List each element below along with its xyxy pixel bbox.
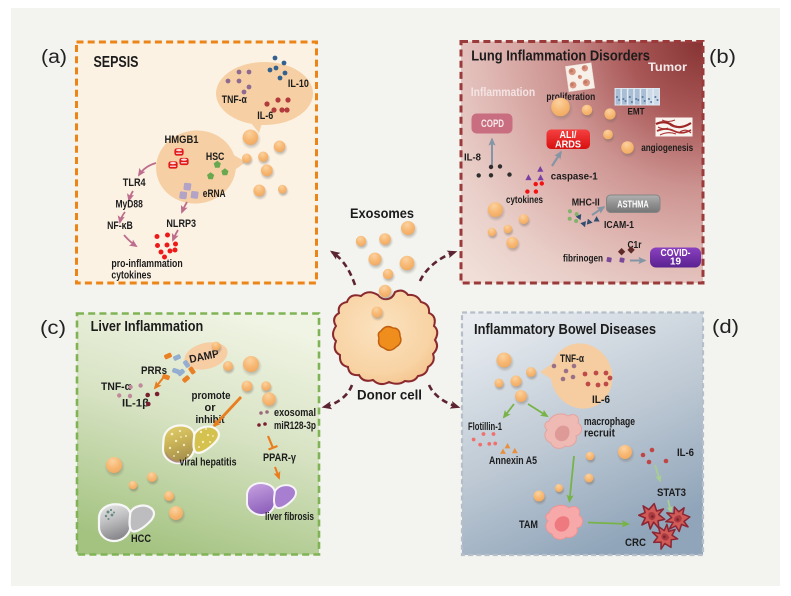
svg-text:COVID-: COVID- [661,248,691,259]
svg-text:caspase-1: caspase-1 [551,171,598,183]
svg-text:TLR4: TLR4 [123,177,147,189]
svg-text:COPD: COPD [481,118,504,130]
svg-text:Flotillin-1: Flotillin-1 [468,421,502,433]
svg-text:(c): (c) [40,318,66,339]
svg-text:eRNA: eRNA [203,188,226,200]
svg-text:MHC-II: MHC-II [572,197,600,209]
svg-text:HSC: HSC [206,151,225,163]
svg-text:Inflammatory Bowel Diseases: Inflammatory Bowel Diseases [474,321,656,338]
svg-text:Inflammation: Inflammation [471,87,535,99]
svg-text:Annexin A5: Annexin A5 [489,455,537,467]
svg-text:ASTHMA: ASTHMA [617,200,649,211]
svg-text:ALI/: ALI/ [560,130,577,141]
svg-text:(b): (b) [709,47,736,68]
svg-text:SEPSIS: SEPSIS [94,54,139,71]
svg-text:viral hepatitis: viral hepatitis [180,457,237,469]
svg-text:angiogenesis: angiogenesis [641,142,693,154]
svg-text:TNF-α: TNF-α [560,353,584,365]
svg-text:ICAM-1: ICAM-1 [604,219,634,231]
svg-text:IL-10: IL-10 [288,78,309,90]
svg-text:NF-κB: NF-κB [107,220,133,232]
svg-text:promote: promote [192,390,231,402]
svg-text:MyD88: MyD88 [116,199,143,211]
svg-text:(d): (d) [712,317,739,338]
svg-text:PPAR-γ: PPAR-γ [263,452,297,464]
svg-text:Liver Inflammation: Liver Inflammation [91,318,204,335]
svg-text:19: 19 [670,257,681,268]
svg-text:recruit: recruit [584,428,615,440]
svg-text:Lung Inflammation Disorders: Lung Inflammation Disorders [471,48,650,65]
svg-text:CRC: CRC [625,537,646,549]
svg-text:IL-6: IL-6 [257,110,273,122]
svg-text:exosomal: exosomal [274,407,316,419]
svg-text:or: or [205,402,217,414]
svg-text:HMGB1: HMGB1 [165,134,199,146]
svg-text:IL-6: IL-6 [592,394,610,406]
svg-text:IL-8: IL-8 [464,152,481,164]
svg-text:EMT: EMT [628,107,645,118]
svg-text:miR128-3p: miR128-3p [274,420,316,432]
svg-text:macrophage: macrophage [584,416,635,428]
svg-text:TNF-α: TNF-α [101,381,131,393]
svg-text:Tumor: Tumor [648,62,688,74]
svg-text:cytokines: cytokines [506,194,543,206]
svg-text:ARDS: ARDS [555,140,581,151]
svg-text:liver fibrosis: liver fibrosis [265,511,314,523]
svg-text:HCC: HCC [131,533,151,545]
svg-text:PRRs: PRRs [141,365,167,377]
svg-text:STAT3: STAT3 [657,487,686,499]
svg-text:(a): (a) [41,47,67,68]
svg-text:IL-1β: IL-1β [122,398,149,410]
svg-text:TAM: TAM [519,519,538,531]
svg-text:fibrinogen: fibrinogen [563,253,603,265]
svg-text:Exosomes: Exosomes [350,206,414,221]
svg-text:Donor cell: Donor cell [357,388,422,403]
svg-text:pro-inflammation: pro-inflammation [111,258,183,270]
svg-text:TNF-α: TNF-α [222,94,247,106]
svg-text:IL-6: IL-6 [677,447,694,459]
svg-text:NLRP3: NLRP3 [166,218,196,230]
svg-text:cytokines: cytokines [111,270,151,282]
